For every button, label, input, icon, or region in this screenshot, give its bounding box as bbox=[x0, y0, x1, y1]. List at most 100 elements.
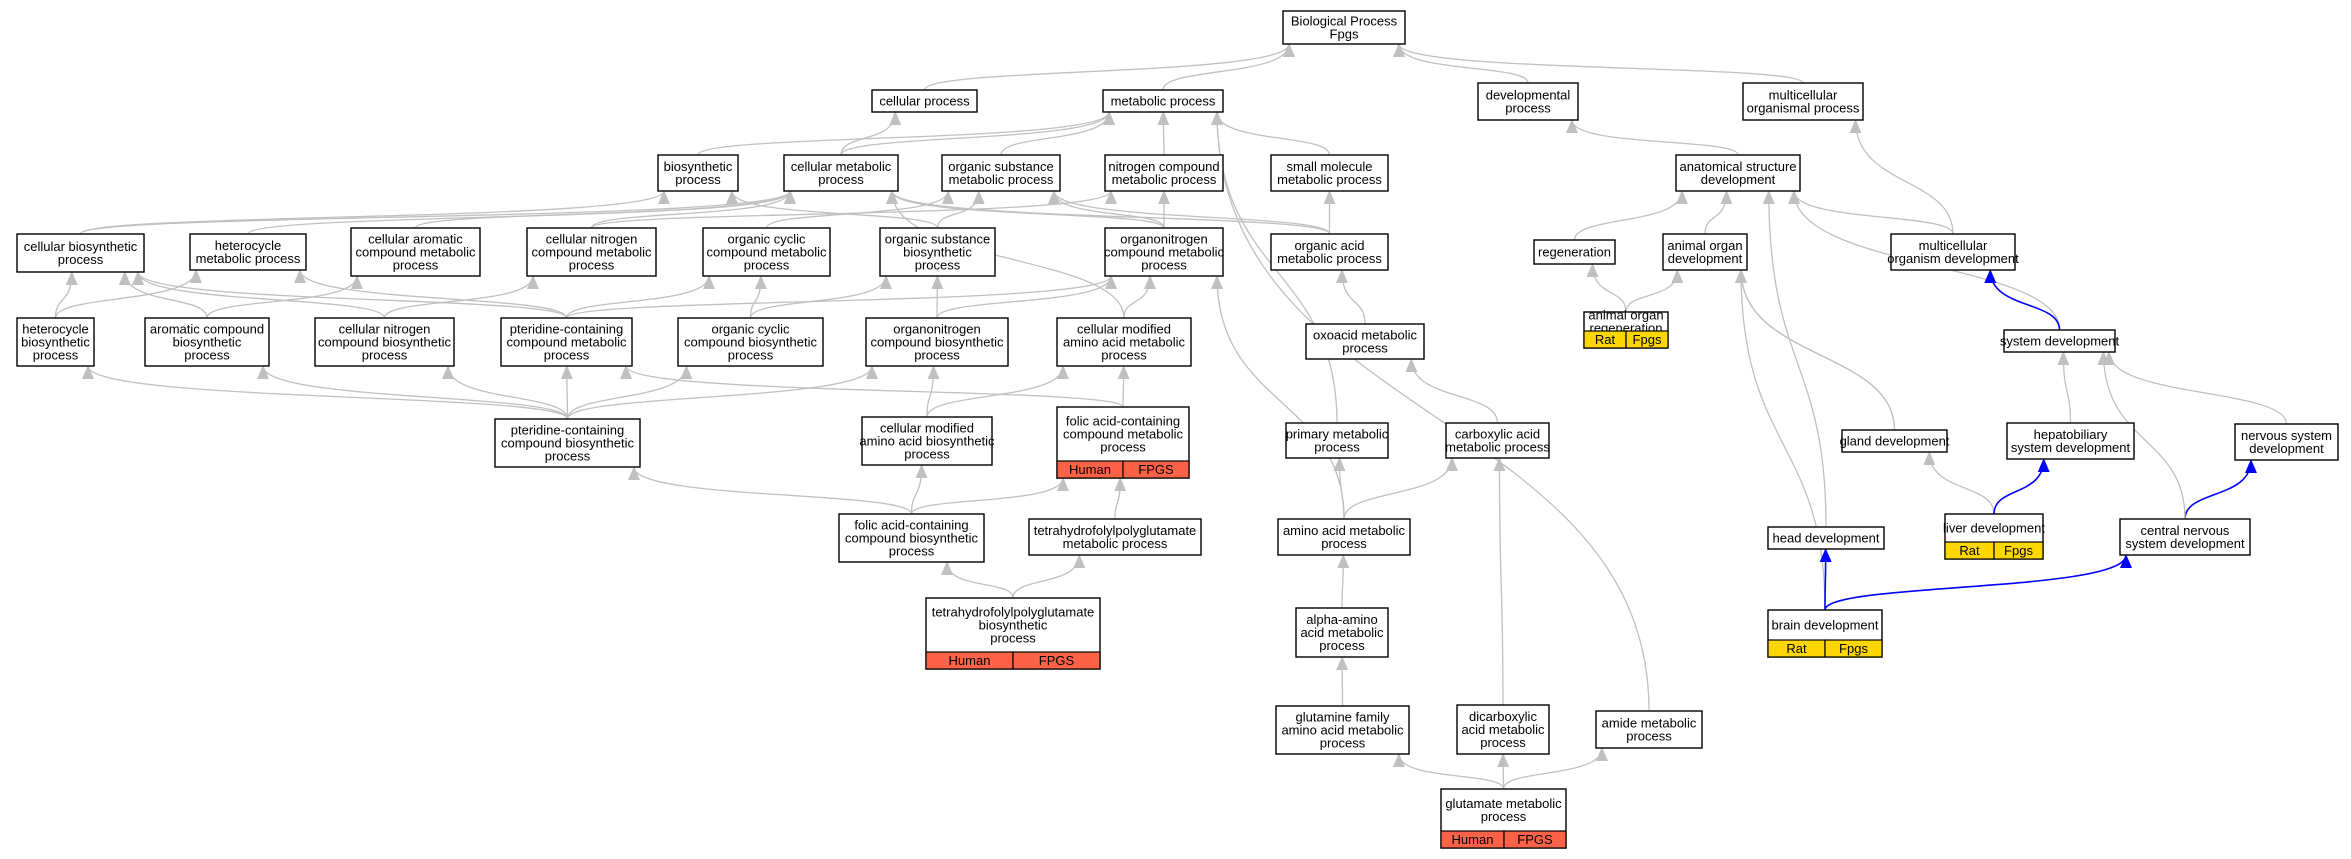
node-label-line: head development bbox=[1773, 531, 1880, 546]
node-box bbox=[144, 317, 270, 367]
node-label-line: biosynthetic bbox=[979, 618, 1048, 633]
gene-cell bbox=[1503, 830, 1567, 849]
node-label-line: organism development bbox=[1887, 251, 2019, 266]
node-label-line: compound biosynthetic bbox=[318, 335, 451, 350]
node-box bbox=[16, 317, 95, 367]
edge-pcbp-to-oncbp bbox=[566, 365, 878, 420]
node-label-line: cellular modified bbox=[880, 421, 974, 436]
node-label-line: heterocycle bbox=[215, 238, 281, 253]
node-label-line: aromatic compound bbox=[150, 322, 264, 337]
edge-glump-to-amidemp bbox=[1502, 747, 1608, 790]
node-regen[interactable]: regeneration bbox=[1533, 239, 1616, 265]
edge-pcbp-to-cncbp bbox=[442, 365, 569, 420]
node-box bbox=[1285, 422, 1389, 459]
node-label-line: process bbox=[1101, 348, 1147, 363]
edge-nsd-to-sd bbox=[2103, 351, 2288, 425]
node-box bbox=[1767, 526, 1885, 550]
node-box bbox=[1305, 323, 1425, 360]
node-label-line: metabolic process bbox=[1277, 251, 1382, 266]
node-box bbox=[1456, 704, 1550, 755]
node-label-line: organic acid bbox=[1294, 238, 1364, 253]
node-box bbox=[1675, 154, 1801, 192]
node-label-line: acid metabolic bbox=[1300, 625, 1384, 640]
node-label-line: metabolic process bbox=[1111, 94, 1216, 109]
edge-ncmp-to-mp bbox=[1157, 111, 1170, 156]
node-gd[interactable]: gland development bbox=[1840, 429, 1950, 453]
gene-label: FPGS bbox=[1517, 832, 1553, 847]
edge-asd-to-dp bbox=[1566, 119, 1739, 156]
edge-mop-to-bp bbox=[1393, 43, 1804, 84]
edge-pcmp-to-hmp bbox=[294, 269, 568, 319]
node-box bbox=[1595, 710, 1703, 749]
node-label-line: brain development bbox=[1772, 618, 1879, 633]
node-mp[interactable]: metabolic process bbox=[1102, 89, 1224, 113]
edge-osbp-to-bio bbox=[726, 190, 939, 229]
node-box bbox=[1270, 233, 1389, 271]
edge-amidemp-to-mp bbox=[1211, 111, 1650, 712]
node-box bbox=[1282, 10, 1406, 45]
edge-cmp-to-mp bbox=[840, 111, 1115, 156]
edge-ld-to-hsd bbox=[1993, 458, 2050, 515]
node-label-line: hepatobiliary bbox=[2034, 427, 2108, 442]
node-label-line: biosynthetic bbox=[664, 159, 733, 174]
species-label: Rat bbox=[1959, 543, 1980, 558]
node-thfpgbp[interactable]: tetrahydrofolylpolyglutamatebiosynthetic… bbox=[925, 597, 1101, 670]
node-hd[interactable]: head development bbox=[1767, 526, 1885, 550]
node-sd[interactable]: system development bbox=[2000, 329, 2120, 353]
edge-pcbp-to-acbp bbox=[257, 365, 569, 420]
node-label-line: process bbox=[915, 258, 961, 273]
edge-bd-to-hd bbox=[1819, 548, 1832, 611]
node-label-line: compound metabolic bbox=[1063, 427, 1183, 442]
edge-hbp-to-cbp bbox=[54, 271, 78, 319]
edge-cbp-to-bio bbox=[79, 190, 670, 235]
node-cp[interactable]: cellular process bbox=[871, 89, 978, 113]
gene-label: Fpgs bbox=[2004, 543, 2033, 558]
